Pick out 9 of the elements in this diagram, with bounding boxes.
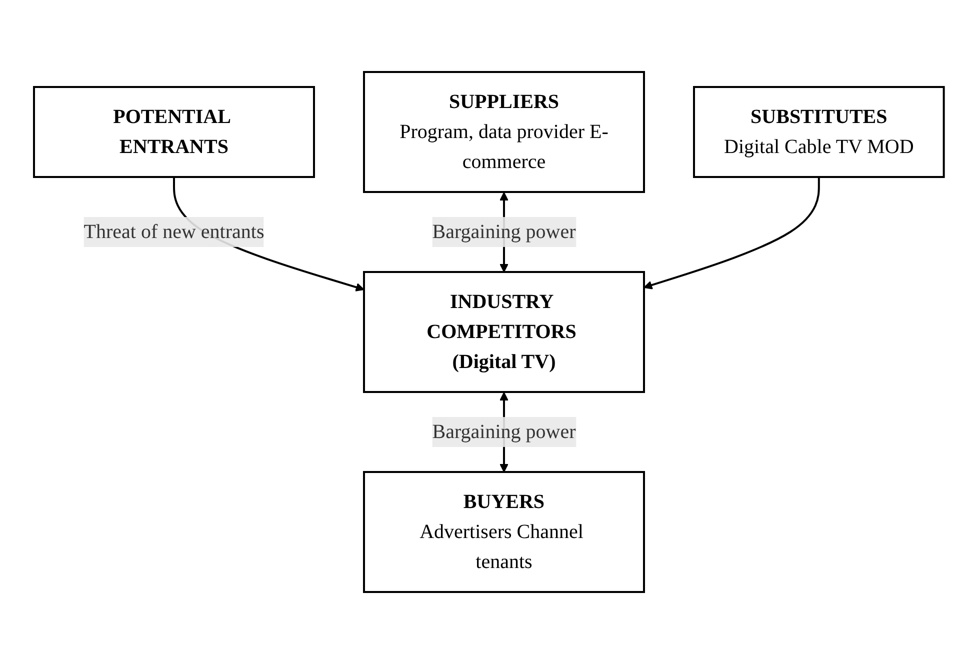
arrow (643, 177, 820, 290)
edge-label: Bargaining power (432, 421, 576, 443)
node-box: SUPPLIERS Program, data provider E-commerce (362, 71, 645, 193)
node-box: SUBSTITUTES Digital Cable TV MOD (692, 86, 944, 178)
node-box: INDUSTRY COMPETITORS (Digital TV) (362, 271, 645, 393)
edge-label: Bargaining power (432, 221, 576, 243)
edge-label: Threat of new entrants (83, 221, 264, 243)
node-box: BUYERS Advertisers Channel tenants (362, 471, 645, 593)
node-box: POTENTIAL ENTRANTS (32, 86, 315, 178)
